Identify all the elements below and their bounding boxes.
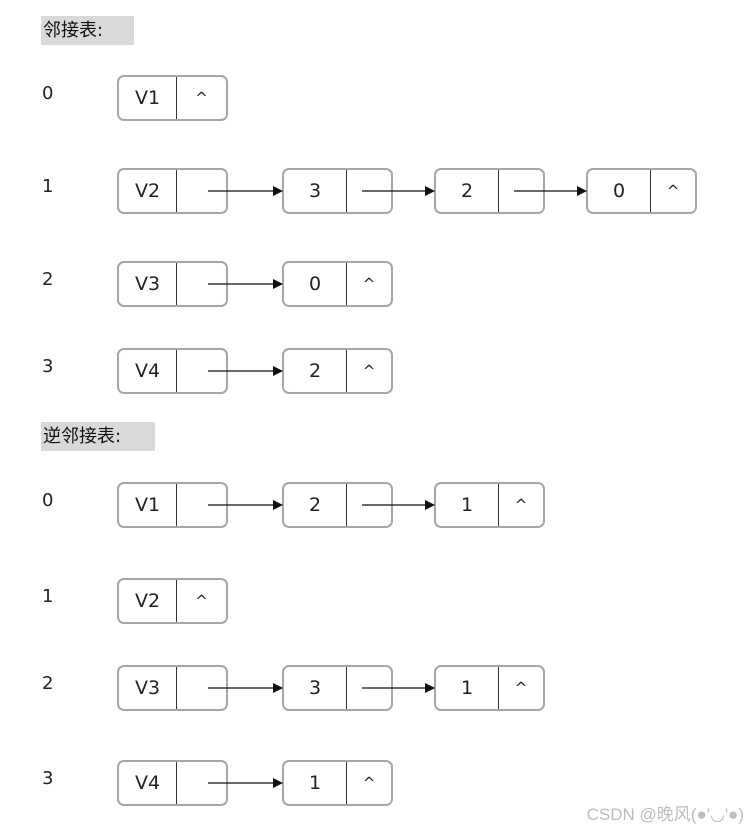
node-divider xyxy=(176,77,177,119)
arc-node-label: 3 xyxy=(308,180,322,202)
vertex-index: 3 xyxy=(42,768,54,789)
arc-node-label: 1 xyxy=(460,494,474,516)
arc-node-label: 2 xyxy=(308,360,322,382)
vertex-label: V1 xyxy=(134,87,161,109)
vertex-label: V4 xyxy=(134,360,161,382)
node-divider xyxy=(346,263,347,305)
node-divider xyxy=(346,170,347,212)
node-divider xyxy=(498,170,499,212)
arc-node-label: 2 xyxy=(308,494,322,516)
arc-node: 2^ xyxy=(282,348,393,394)
vertex-index: 0 xyxy=(42,490,54,511)
vertex-index: 2 xyxy=(42,673,54,694)
vertex-label: V3 xyxy=(134,273,161,295)
null-pointer: ^ xyxy=(514,679,528,697)
node-divider xyxy=(650,170,651,212)
vertex-label: V2 xyxy=(134,180,161,202)
node-divider xyxy=(346,484,347,526)
arc-node-label: 2 xyxy=(460,180,474,202)
vertex-index: 2 xyxy=(42,269,54,290)
null-pointer: ^ xyxy=(195,592,208,610)
node-divider xyxy=(176,170,177,212)
vertex-head-node: V2 ^ xyxy=(117,578,228,624)
null-pointer: ^ xyxy=(362,362,376,380)
null-pointer: ^ xyxy=(666,182,680,200)
arc-node: 0^ xyxy=(586,168,697,214)
arc-node-label: 1 xyxy=(308,772,322,794)
section-heading: 邻接表: xyxy=(41,16,134,45)
node-divider xyxy=(498,667,499,709)
vertex-index: 1 xyxy=(42,176,54,197)
vertex-label: V3 xyxy=(134,677,161,699)
arc-node: 1^ xyxy=(434,665,545,711)
vertex-head-node: V4 xyxy=(117,348,228,394)
node-divider xyxy=(176,350,177,392)
watermark: CSDN @晚风(●'◡'●) xyxy=(586,805,744,824)
arc-node-label: 1 xyxy=(460,677,474,699)
node-divider xyxy=(176,580,177,622)
vertex-label: V4 xyxy=(134,772,161,794)
null-pointer: ^ xyxy=(514,496,528,514)
vertex-head-node: V2 xyxy=(117,168,228,214)
vertex-index: 0 xyxy=(42,83,54,104)
arc-node-label: 0 xyxy=(612,180,626,202)
null-pointer: ^ xyxy=(195,89,208,107)
null-pointer: ^ xyxy=(362,774,376,792)
node-divider xyxy=(176,263,177,305)
vertex-index: 1 xyxy=(42,586,54,607)
section-heading: 逆邻接表: xyxy=(41,422,155,451)
arc-node: 1^ xyxy=(282,760,393,806)
vertex-index: 3 xyxy=(42,356,54,377)
node-divider xyxy=(176,762,177,804)
node-divider xyxy=(176,667,177,709)
node-divider xyxy=(176,484,177,526)
arc-node-label: 3 xyxy=(308,677,322,699)
arc-node: 0^ xyxy=(282,261,393,307)
node-divider xyxy=(346,350,347,392)
vertex-label: V1 xyxy=(134,494,161,516)
node-divider xyxy=(346,667,347,709)
arc-node: 1^ xyxy=(434,482,545,528)
vertex-label: V2 xyxy=(134,590,161,612)
arc-node-label: 0 xyxy=(308,273,322,295)
vertex-head-node: V1 ^ xyxy=(117,75,228,121)
null-pointer: ^ xyxy=(362,275,376,293)
node-divider xyxy=(346,762,347,804)
node-divider xyxy=(498,484,499,526)
